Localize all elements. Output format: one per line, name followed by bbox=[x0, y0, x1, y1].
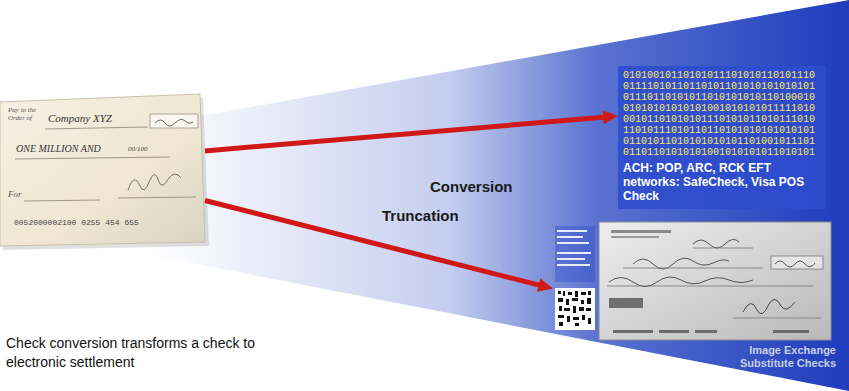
amount-box bbox=[150, 114, 198, 128]
signature-scribble bbox=[128, 174, 181, 190]
electronic-data-box: 01010010110101011101010110101110 0111101… bbox=[618, 66, 826, 209]
check-caption: Pay to the Order of bbox=[8, 106, 48, 122]
red-arrow bbox=[205, 117, 606, 151]
blue-wedge bbox=[150, 0, 849, 391]
payee-scribble bbox=[633, 258, 729, 269]
bank-logo bbox=[609, 298, 643, 308]
memo-line bbox=[24, 200, 100, 201]
paper-check bbox=[0, 94, 209, 250]
memo-caption: For bbox=[8, 189, 22, 200]
text-slot: Image Exchange Substitute Checks bbox=[553, 344, 836, 370]
text-slot: 0052000002100 0255 454 655 bbox=[14, 218, 139, 228]
strip-line bbox=[557, 258, 585, 260]
connector-label: Conversion bbox=[430, 178, 513, 196]
check-image bbox=[599, 222, 831, 340]
words-scribble bbox=[609, 277, 753, 287]
image-caption: Image Exchange Substitute Checks bbox=[718, 344, 836, 370]
payee-name: Company XYZ bbox=[48, 112, 112, 125]
amount-words: ONE MILLION AND bbox=[16, 143, 101, 155]
micr-marks bbox=[613, 330, 809, 333]
date-line bbox=[693, 248, 753, 249]
paper-check: Pay to the Order ofCompany XYZ ONE MILLIO… bbox=[0, 92, 205, 247]
check-paper bbox=[0, 94, 205, 246]
barcode-ground bbox=[555, 288, 595, 330]
text-slot: Pay to the Order of bbox=[8, 106, 48, 122]
connector-label: Truncation bbox=[382, 207, 459, 225]
strip-line bbox=[557, 264, 590, 266]
amount-scribble bbox=[155, 119, 193, 126]
substitute-check-image bbox=[555, 222, 831, 340]
strip-line bbox=[557, 230, 587, 232]
signature-line bbox=[118, 197, 196, 198]
text-slot: For bbox=[8, 189, 22, 200]
date-scribble bbox=[693, 239, 739, 248]
amount-scribble bbox=[775, 261, 815, 267]
print-line bbox=[611, 236, 659, 238]
text-slot: 00/100 bbox=[128, 145, 147, 153]
text-slot: Check conversion transforms a check to e… bbox=[6, 334, 276, 372]
micr-number: 0052000002100 0255 454 655 bbox=[14, 218, 139, 228]
text-slot: 01010010110101011101010110101110 0111101… bbox=[623, 70, 821, 158]
caption-text: Check conversion transforms a check to e… bbox=[6, 334, 276, 372]
text-slot: Truncation bbox=[382, 207, 459, 225]
strip-line bbox=[557, 252, 591, 254]
text-slot: Company XYZ bbox=[48, 112, 112, 125]
binary-digits: 01010010110101011101010110101110 0111101… bbox=[623, 70, 821, 158]
legend-strip bbox=[555, 226, 595, 282]
barcode bbox=[558, 291, 591, 326]
text-slot: Conversion bbox=[430, 178, 513, 196]
print-line bbox=[611, 230, 671, 233]
text-slot: ACH: POP, ARC, RCK EFT networks: SafeChe… bbox=[623, 161, 821, 203]
strip-line bbox=[557, 236, 583, 238]
amount-box bbox=[771, 256, 823, 269]
strip-line bbox=[557, 242, 589, 244]
text-slot: ONE MILLION AND bbox=[16, 143, 101, 155]
signature-scribble bbox=[743, 299, 795, 313]
substitute-check-box: Image Exchange Substitute Checks bbox=[553, 222, 836, 370]
payee-line bbox=[45, 127, 148, 129]
words-line bbox=[15, 157, 170, 159]
payee-line bbox=[623, 268, 763, 269]
cents-fraction: 00/100 bbox=[128, 145, 147, 153]
signature-line bbox=[733, 318, 821, 319]
red-arrow bbox=[205, 201, 541, 286]
network-list: ACH: POP, ARC, RCK EFT networks: SafeChe… bbox=[623, 161, 821, 203]
words-line bbox=[607, 286, 813, 287]
